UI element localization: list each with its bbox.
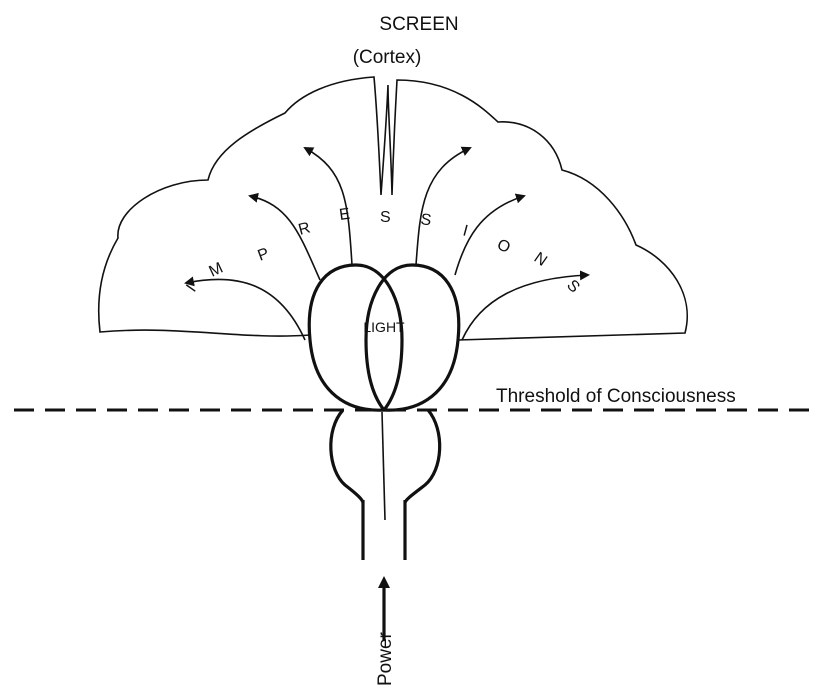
impressions-letter-6: S — [380, 209, 391, 226]
light-label: LIGHT — [363, 319, 405, 335]
power-label: Power — [375, 631, 396, 686]
impression-arrow-1 — [186, 279, 305, 340]
left-loop — [309, 265, 402, 410]
cortex-outline — [99, 77, 688, 340]
impression-arrow-2 — [250, 196, 320, 280]
impressions-letter-8: I — [461, 222, 470, 240]
lower-left-bulb — [331, 410, 363, 503]
impressions-letter-10: N — [531, 249, 550, 270]
impressions-letter-5: E — [338, 206, 351, 224]
right-loop — [366, 265, 459, 410]
impressions-letter-7: S — [419, 211, 432, 229]
threshold-label: Threshold of Consciousness — [496, 386, 736, 407]
impressions-letter-9: O — [494, 236, 512, 257]
stem-center-line — [382, 412, 385, 520]
impression-arrow-4 — [416, 148, 470, 265]
impressions-letter-2: M — [207, 260, 226, 281]
screen-label: SCREEN — [379, 14, 458, 35]
cortex-label: (Cortex) — [353, 47, 422, 68]
lower-right-bulb — [405, 410, 440, 503]
impressions-letter-3: P — [256, 245, 272, 265]
impressions-letter-11: S — [563, 277, 583, 297]
impressions-letter-1: I — [183, 282, 199, 295]
